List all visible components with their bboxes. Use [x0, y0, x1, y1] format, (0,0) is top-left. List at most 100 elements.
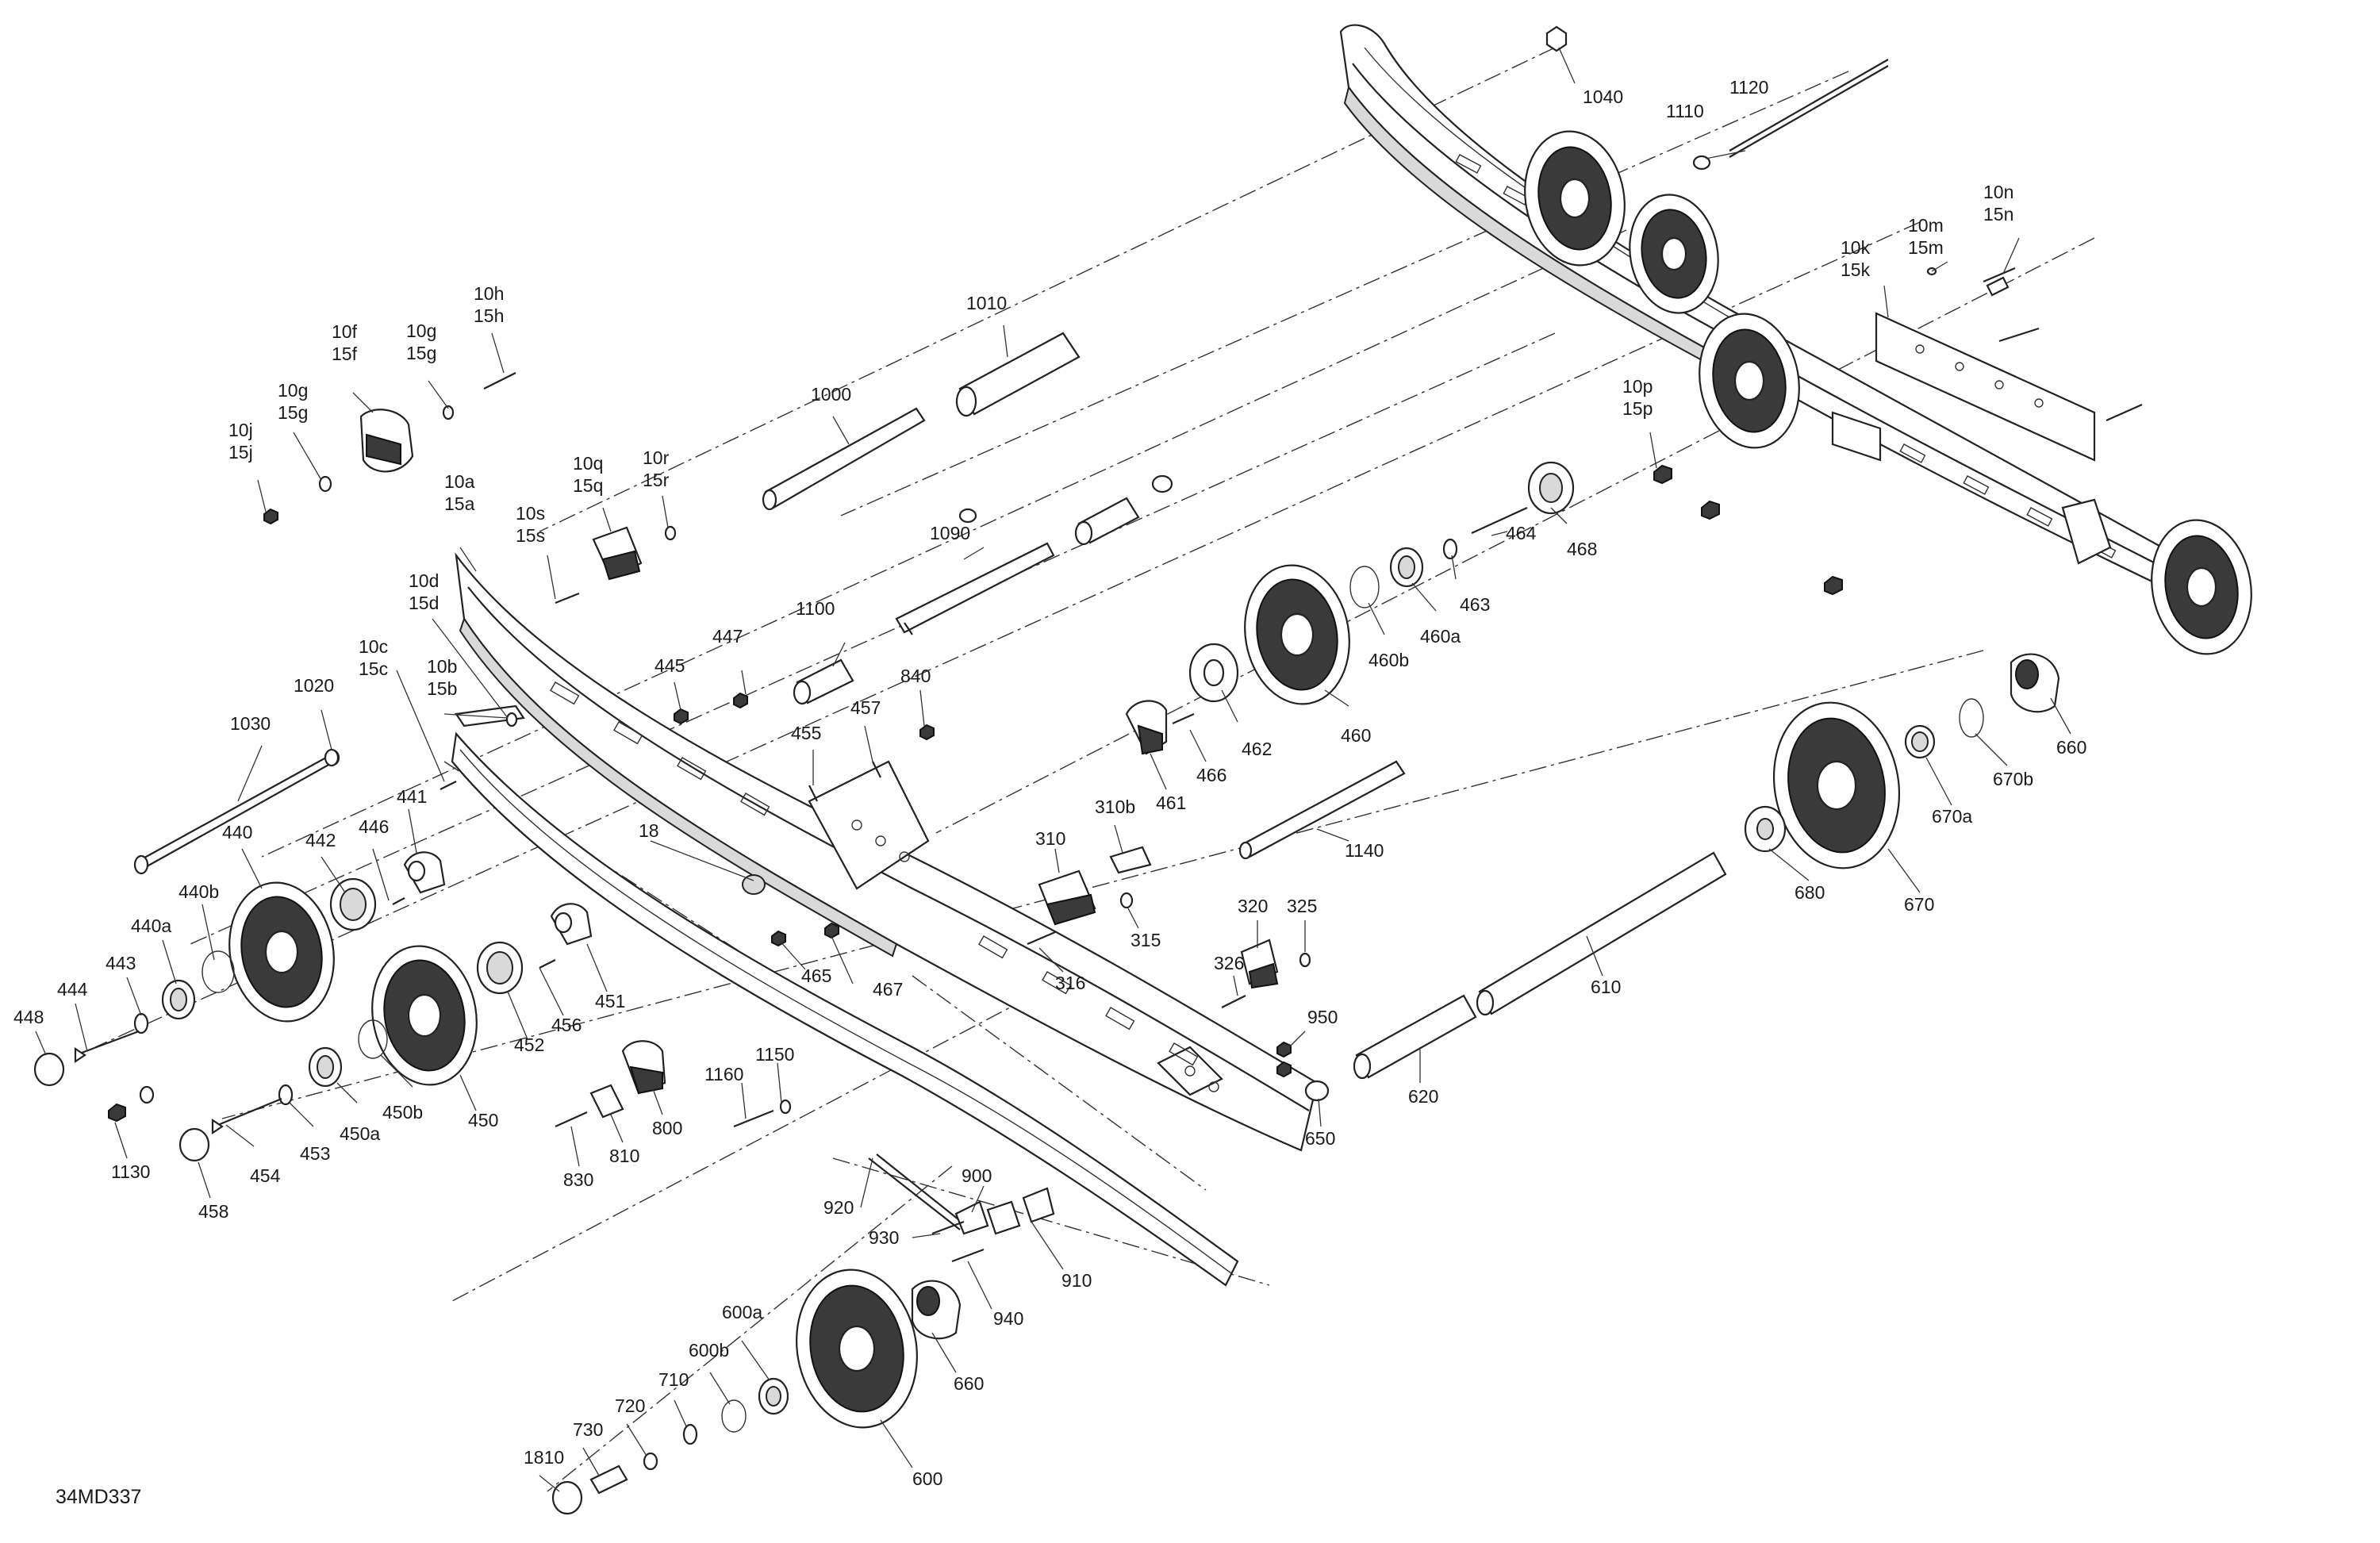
callout-316: 316 — [1055, 973, 1085, 993]
callout-447: 447 — [712, 626, 743, 647]
wheel-440 — [228, 881, 335, 1023]
slide-strip — [451, 704, 1239, 1287]
wheel-670-group — [1744, 653, 2060, 869]
callout-460b: 460b — [1368, 650, 1409, 670]
callout-457: 457 — [850, 697, 881, 718]
callout-440b: 440b — [178, 881, 219, 902]
callout-445: 445 — [654, 655, 685, 676]
upper-left-parts — [263, 372, 677, 790]
callout-466: 466 — [1196, 765, 1226, 785]
callout-730: 730 — [573, 1419, 603, 1440]
callout-670a: 670a — [1932, 806, 1972, 827]
rail-wheel-upper-2 — [1629, 194, 1719, 314]
callout-454: 454 — [250, 1165, 281, 1186]
callout-468: 468 — [1567, 539, 1597, 559]
rail-wheel-upper-1 — [1524, 130, 1626, 267]
callout-1040: 1040 — [1583, 86, 1623, 107]
callout-670: 670 — [1904, 894, 1934, 915]
center-left-hardware — [674, 692, 935, 947]
callout-920: 920 — [823, 1197, 854, 1218]
upper-right-parts — [1545, 25, 2143, 596]
callout-450: 450 — [468, 1110, 498, 1130]
callout-1130: 1130 — [111, 1161, 150, 1182]
callout-600a: 600a — [722, 1302, 762, 1322]
callout-1010: 1010 — [966, 293, 1007, 313]
callout-442: 442 — [305, 830, 336, 850]
callout-900: 900 — [962, 1165, 992, 1186]
callout-441: 441 — [397, 786, 427, 807]
callout-940: 940 — [993, 1308, 1023, 1329]
front-left-wheels — [33, 748, 593, 1162]
rail-wheel-rear — [2151, 519, 2252, 655]
callout-440a: 440a — [131, 915, 171, 936]
callout-1160: 1160 — [704, 1064, 743, 1084]
right-rail — [1339, 24, 2252, 655]
callout-1110: 1110 — [1666, 101, 1704, 121]
callout-650: 650 — [1305, 1128, 1335, 1149]
callout-443: 443 — [106, 953, 136, 973]
callout-1000: 1000 — [811, 384, 851, 405]
callout-840: 840 — [900, 666, 931, 686]
callout-320: 320 — [1238, 896, 1268, 916]
callout-462: 462 — [1242, 739, 1272, 759]
callout-800: 800 — [652, 1118, 682, 1138]
callout-1810: 1810 — [524, 1447, 564, 1468]
callout-620: 620 — [1408, 1086, 1438, 1107]
callout-830: 830 — [563, 1169, 593, 1190]
wheel-460-group — [1125, 461, 1575, 755]
callout-450a: 450a — [340, 1123, 380, 1144]
callout-460a: 460a — [1420, 626, 1461, 647]
callout-444: 444 — [57, 979, 88, 1000]
callout-1140: 1140 — [1345, 840, 1384, 861]
wheel-600-group — [551, 1153, 1055, 1515]
callout-310b: 310b — [1095, 796, 1135, 817]
callout-930: 930 — [869, 1227, 899, 1248]
callout-710: 710 — [658, 1369, 689, 1390]
callout-446: 446 — [359, 816, 389, 837]
callout-452: 452 — [514, 1034, 544, 1055]
lower-center-parts — [555, 1040, 792, 1128]
callout-440: 440 — [222, 822, 252, 843]
callout-720: 720 — [615, 1395, 645, 1416]
callout-310: 310 — [1035, 828, 1065, 849]
callout-1100: 1100 — [796, 598, 835, 619]
shafts — [762, 332, 1727, 1080]
callout-448: 448 — [13, 1007, 44, 1027]
callout-950: 950 — [1307, 1007, 1338, 1027]
callout-18: 18 — [639, 820, 659, 841]
callout-325: 325 — [1287, 896, 1317, 916]
callout-467: 467 — [873, 979, 903, 1000]
callout-600b: 600b — [689, 1340, 729, 1361]
callout-456: 456 — [551, 1015, 582, 1035]
callout-910: 910 — [1061, 1270, 1092, 1291]
callout-461: 461 — [1156, 793, 1186, 813]
callout-450b: 450b — [382, 1102, 423, 1123]
wheel-450 — [371, 945, 478, 1086]
callout-315: 315 — [1130, 930, 1161, 950]
left-rail — [455, 552, 1319, 1152]
center-blocks — [1027, 846, 1330, 1102]
callout-680: 680 — [1795, 882, 1825, 903]
callout-458: 458 — [198, 1201, 228, 1222]
callout-1030: 1030 — [230, 713, 271, 734]
callout-1020: 1020 — [294, 675, 334, 696]
callout-600: 600 — [912, 1468, 942, 1489]
callout-610: 610 — [1591, 977, 1621, 997]
callout-463: 463 — [1460, 594, 1490, 615]
